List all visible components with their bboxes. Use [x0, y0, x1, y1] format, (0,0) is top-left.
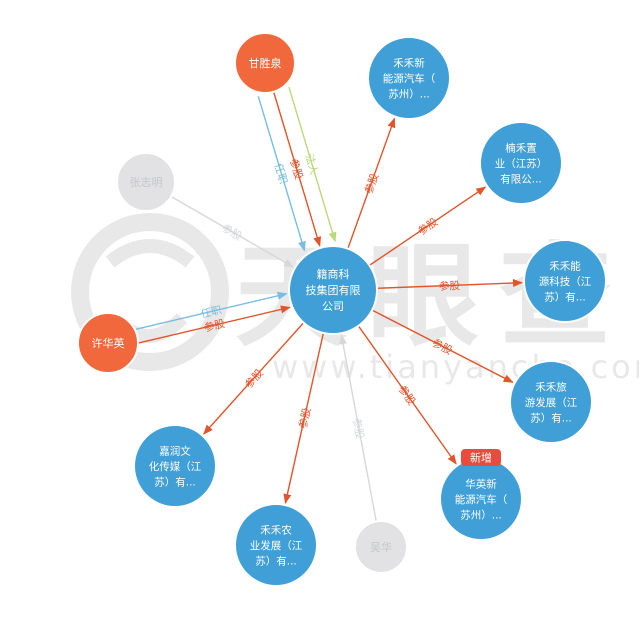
- node-label-line: 嘉润文: [159, 444, 191, 457]
- node-circle: [367, 36, 451, 120]
- node-label-line: 苏）有...: [255, 554, 297, 567]
- company-node-c6[interactable]: 禾禾农业发展（江苏）有...: [234, 503, 318, 587]
- node-circle: [509, 360, 593, 444]
- edge-center-c3-invest: 参股: [376, 279, 524, 293]
- edge-gan-center-post: 任职: [257, 96, 306, 252]
- node-circle: [523, 239, 607, 323]
- node-label-line: 许华英: [92, 336, 125, 350]
- node-label-line: 吴华: [370, 540, 392, 554]
- company-node-c3[interactable]: 禾禾能源科技（江苏）有...: [523, 239, 607, 323]
- edge-label: 任职: [272, 162, 291, 186]
- node-label-line: 华英新: [465, 477, 497, 490]
- node-label-line: 源科技（江: [539, 275, 592, 288]
- edge-center-c6-invest: 参股: [283, 332, 325, 505]
- new-badge-label: 新增: [470, 451, 492, 465]
- node-label-line: 公司: [322, 300, 344, 313]
- edge-gan-center-legal: 法人: [288, 86, 337, 243]
- edge-label: 参股: [362, 171, 381, 196]
- node-label-line: 禾禾能: [549, 259, 581, 272]
- node-label-line: 甘胜泉: [249, 56, 282, 70]
- edge-label: 参股: [439, 279, 461, 293]
- edge-xu-center-invest: 参股: [138, 305, 291, 344]
- person-node-gan[interactable]: 甘胜泉: [234, 32, 296, 94]
- node-label-line: 禾禾新: [393, 56, 425, 69]
- node-label-line: 业（江苏）: [495, 157, 548, 170]
- node-circle: [133, 424, 217, 508]
- person-node-wu[interactable]: 吴华: [354, 520, 408, 574]
- edge-label: 参股: [396, 383, 419, 408]
- node-label-line: 技集团有限: [306, 283, 361, 297]
- node-label-line: 张志明: [130, 176, 163, 189]
- edge-label: 参股: [296, 406, 313, 430]
- person-node-zhang[interactable]: 张志明: [116, 152, 176, 212]
- edge-label: 参股: [287, 157, 306, 181]
- node-circle: [288, 245, 378, 335]
- node-circle: [354, 520, 408, 574]
- new-badge: 新增: [461, 449, 501, 466]
- node-label-line: 能源汽车（: [455, 493, 508, 506]
- node-label-line: 有限公...: [500, 172, 542, 185]
- node-circle: [234, 503, 318, 587]
- node-label-line: 苏州）...: [388, 87, 430, 100]
- edge-center-c1-invest: 参股: [347, 117, 396, 249]
- node-label-line: 籍商科: [317, 267, 350, 281]
- node-circle: [479, 121, 563, 205]
- node-label-line: 苏）有...: [544, 290, 586, 303]
- node-label-line: 游发展（江: [525, 396, 578, 409]
- edge-xu-center-post: 任职: [135, 291, 288, 330]
- person-node-xu[interactable]: 许华英: [77, 312, 139, 374]
- node-label-line: 苏）有...: [530, 411, 572, 424]
- edge-wu-center-faded: 参股: [339, 334, 377, 522]
- node-circle: [77, 312, 139, 374]
- node-label-line: 化传媒（江: [149, 460, 202, 473]
- edge-gan-center-invest: 参股: [272, 91, 322, 247]
- node-label-line: 能源汽车（: [383, 72, 436, 85]
- edge-label: 参股: [203, 317, 227, 335]
- node-circle: [116, 152, 176, 212]
- node-label-line: 苏州）...: [460, 508, 502, 521]
- company-node-c4[interactable]: 禾禾旅游发展（江苏）有...: [509, 360, 593, 444]
- node-label-line: 苏）有...: [154, 475, 196, 488]
- company-node-c7[interactable]: 嘉润文化传媒（江苏）有...: [133, 424, 217, 508]
- node-label-line: 禾禾农: [260, 523, 292, 536]
- edge-label: 法人: [302, 152, 321, 176]
- node-circle: [234, 32, 296, 94]
- edge-label: 参股: [350, 417, 367, 441]
- node-label-line: 业发展（江: [250, 539, 303, 552]
- edge-label: 任职: [200, 303, 224, 321]
- node-label-line: 楠禾置: [505, 141, 537, 154]
- node-label-line: 禾禾旅: [535, 380, 567, 393]
